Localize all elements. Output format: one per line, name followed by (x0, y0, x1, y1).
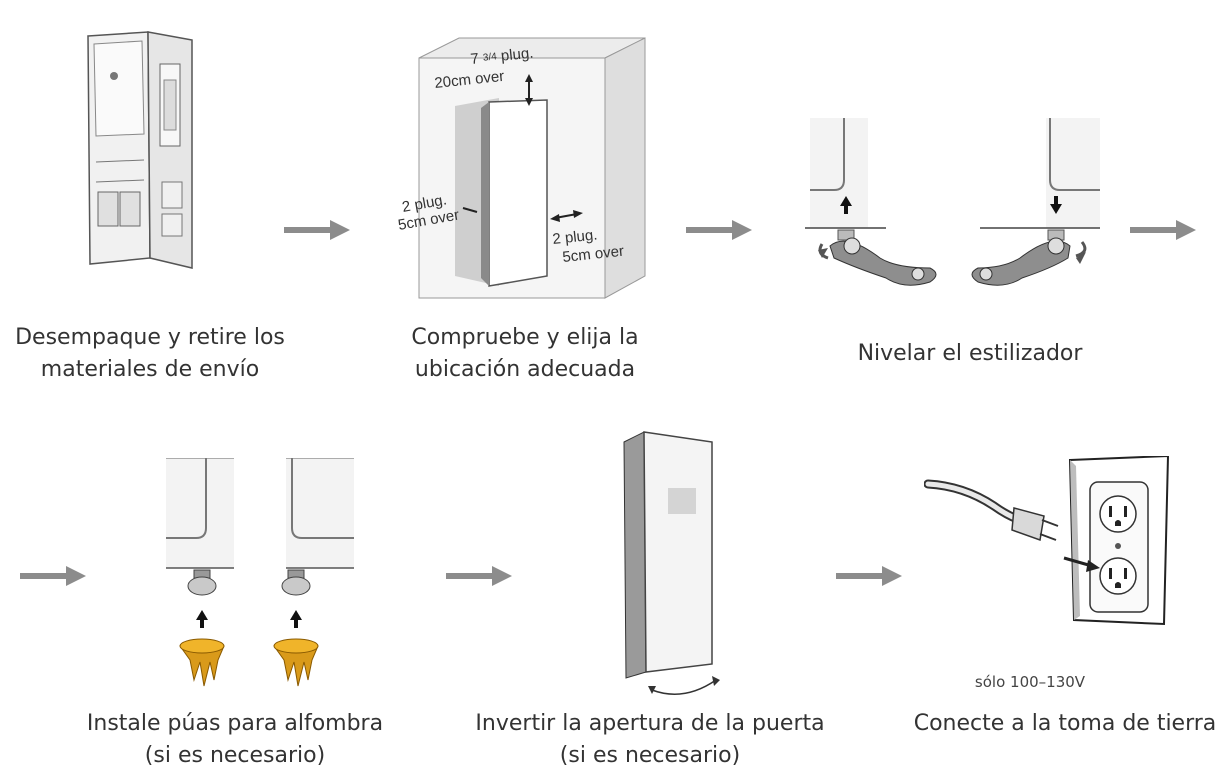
flow-arrow-2 (684, 218, 754, 242)
svg-text:2 plug.: 2 plug. (552, 226, 599, 248)
step1-caption-line2: materiales de envío (40, 357, 260, 382)
svg-text:7 3/4 plug.: 7 3/4 plug. (469, 42, 534, 67)
step4-caption-line2: (si es necesario) (144, 743, 326, 768)
step6-caption-line1: Conecte a la toma de tierra (913, 711, 1217, 736)
step1-caption-line1: Desempaque y retire los (15, 325, 285, 350)
step6-caption: Conecte a la toma de tierra (898, 708, 1232, 740)
step3-caption: Nivelar el estilizador (820, 338, 1120, 370)
step5-caption-line1: Invertir la apertura de la puerta (475, 711, 825, 736)
flow-arrow-4 (18, 564, 88, 588)
step2-caption: Compruebe y elija la ubicación adecuada (360, 322, 690, 386)
step5-caption-line2: (si es necesario) (559, 743, 741, 768)
step4-illustration (160, 457, 360, 698)
step6-illustration (923, 454, 1174, 626)
step2-caption-line1: Compruebe y elija la (411, 325, 639, 350)
step1-caption: Desempaque y retire los materiales de en… (0, 322, 300, 386)
flow-arrow-6 (834, 564, 904, 588)
step5-caption: Invertir la apertura de la puerta (si es… (450, 708, 850, 772)
step3-illustration (800, 118, 1104, 296)
voltage-note-text: sólo 100–130V (974, 673, 1086, 691)
svg-text:5cm over: 5cm over (562, 243, 625, 266)
step1-illustration (70, 22, 220, 272)
step2-illustration: 7 3/4 plug. 20cm over 2 plug. 5cm over 2… (395, 28, 665, 300)
flow-arrow-3 (1128, 218, 1198, 242)
voltage-note: sólo 100–130V (940, 672, 1120, 692)
flow-arrow-1 (282, 218, 352, 242)
step4-caption: Instale púas para alfombra (si es necesa… (70, 708, 400, 772)
step2-caption-line2: ubicación adecuada (414, 357, 636, 382)
step5-illustration (608, 428, 728, 708)
step3-caption-line1: Nivelar el estilizador (857, 341, 1083, 366)
flow-arrow-5 (444, 564, 514, 588)
step4-caption-line1: Instale púas para alfombra (86, 711, 384, 736)
